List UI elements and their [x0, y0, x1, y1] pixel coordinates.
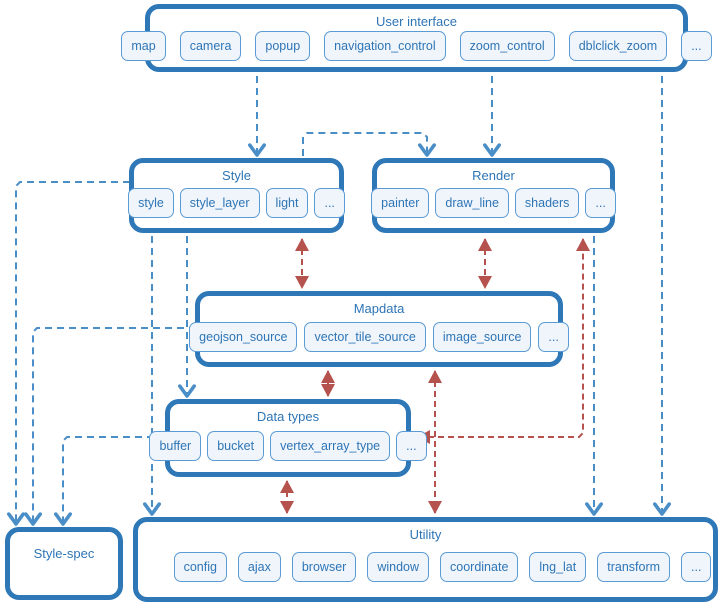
group-title: Data types	[256, 409, 320, 424]
group-items: map camera popup navigation_control zoom_con…	[121, 30, 712, 68]
module-chip: browser	[291, 552, 357, 582]
group-title: Mapdata	[353, 301, 405, 316]
module-chip: bucket	[207, 430, 265, 461]
module-chip: coordinate	[440, 552, 519, 582]
module-chip: style_layer	[179, 188, 260, 218]
module-chip: ...	[396, 430, 427, 461]
module-chip: ...	[585, 188, 616, 218]
module-chip: config	[173, 552, 227, 582]
module-chip: painter	[371, 188, 430, 218]
group-title: User interface	[376, 14, 457, 29]
module-chip: camera	[179, 31, 242, 61]
module-chip: vector_tile_source	[304, 321, 426, 352]
module-chip: map	[121, 31, 166, 61]
group-items: config ajax browser window coordinate lng_lat…	[138, 543, 713, 597]
module-chip: dblclick_zoom	[568, 31, 668, 61]
module-chip: transform	[597, 552, 671, 582]
group-user-interface: User interface map camera popup navigation_…	[121, 4, 712, 72]
module-chip: window	[367, 552, 430, 582]
module-chip: ...	[538, 321, 569, 352]
module-chip: draw_line	[435, 188, 509, 218]
module-chip: ...	[681, 552, 712, 582]
module-chip: light	[265, 188, 309, 218]
edge-data-types-render	[417, 238, 590, 444]
group-title: Utility	[409, 527, 442, 542]
module-chip: navigation_control	[324, 31, 446, 61]
group-title: Style	[222, 168, 251, 183]
module-chip: shaders	[514, 188, 580, 218]
group-style-spec: Style-spec	[5, 527, 123, 600]
module-chip: style	[128, 188, 174, 218]
edge-style-to-render	[302, 132, 436, 157]
module-chip: ...	[681, 31, 712, 61]
module-chip: popup	[255, 31, 311, 61]
module-chip: ...	[314, 188, 345, 218]
module-chip: lng_lat	[529, 552, 587, 582]
edge-mapdata-to-style-spec	[24, 327, 196, 526]
module-chip: image_source	[432, 321, 532, 352]
module-chip: vertex_array_type	[270, 430, 391, 461]
edge-style-to-style-spec	[7, 181, 130, 526]
module-chip: zoom_control	[459, 31, 555, 61]
module-chip: ajax	[237, 552, 281, 582]
group-utility: Utility config ajax browser window coordinat…	[133, 517, 718, 602]
module-chip: buffer	[149, 430, 202, 461]
edge-data-types-to-style-spec	[54, 436, 166, 526]
group-title: Render	[472, 168, 515, 183]
module-chip: geojson_source	[189, 321, 298, 352]
group-title: Style-spec	[33, 546, 95, 561]
